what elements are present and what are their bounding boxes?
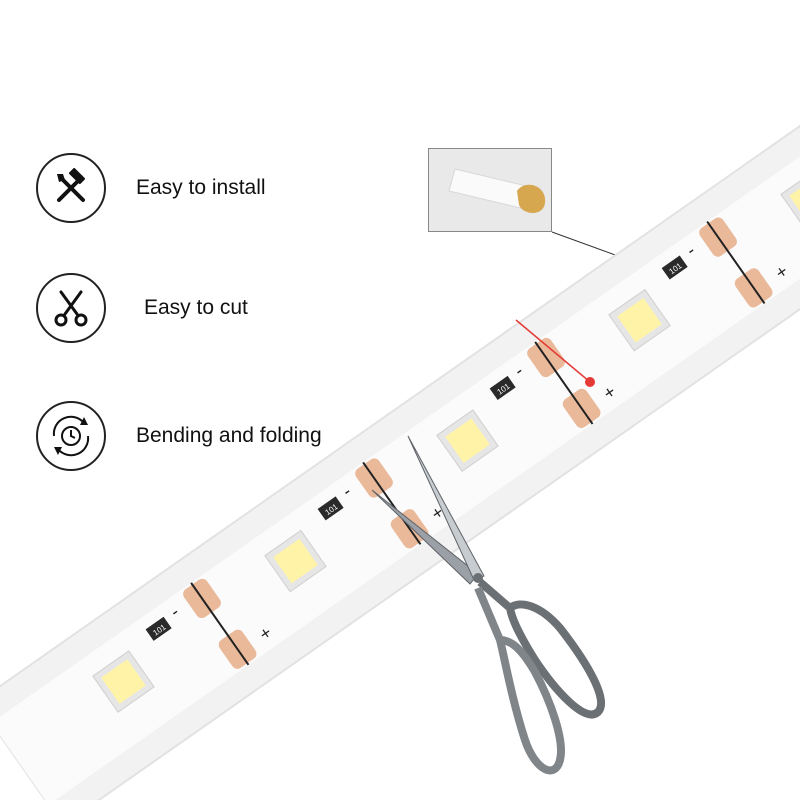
cut-marker-line xyxy=(515,319,591,383)
scissor-handle-2 xyxy=(474,586,565,775)
cut-line xyxy=(362,461,422,545)
adhesive-peel-corner xyxy=(517,184,546,213)
clock-rotate-icon xyxy=(36,401,106,471)
feature-bend: Bending and folding xyxy=(36,396,322,476)
led-chip xyxy=(101,659,146,704)
scissors-icon xyxy=(36,273,106,343)
scissor-handle-1 xyxy=(477,578,606,719)
feature-install: Easy to install xyxy=(36,148,266,228)
cut-line xyxy=(534,341,594,425)
feature-install-label: Easy to install xyxy=(136,176,266,199)
feature-cut-label: Easy to cut xyxy=(144,296,248,319)
cut-line xyxy=(706,220,766,305)
led-housing xyxy=(780,168,800,232)
adhesive-inset xyxy=(428,148,552,232)
hammer-screwdriver-icon xyxy=(36,153,106,223)
led-chip xyxy=(273,538,318,584)
feature-bend-label: Bending and folding xyxy=(136,424,322,447)
scissor-pivot xyxy=(473,573,483,583)
scissors-illustration xyxy=(371,435,606,775)
led-chip xyxy=(445,418,490,463)
resistor xyxy=(145,616,172,641)
feature-cut: Easy to cut xyxy=(36,268,248,348)
cut-marker-dot xyxy=(585,377,595,387)
led-chip xyxy=(617,297,662,343)
cut-line xyxy=(190,582,250,666)
resistor xyxy=(661,255,688,280)
resistor xyxy=(489,375,516,400)
resistor xyxy=(317,496,344,521)
